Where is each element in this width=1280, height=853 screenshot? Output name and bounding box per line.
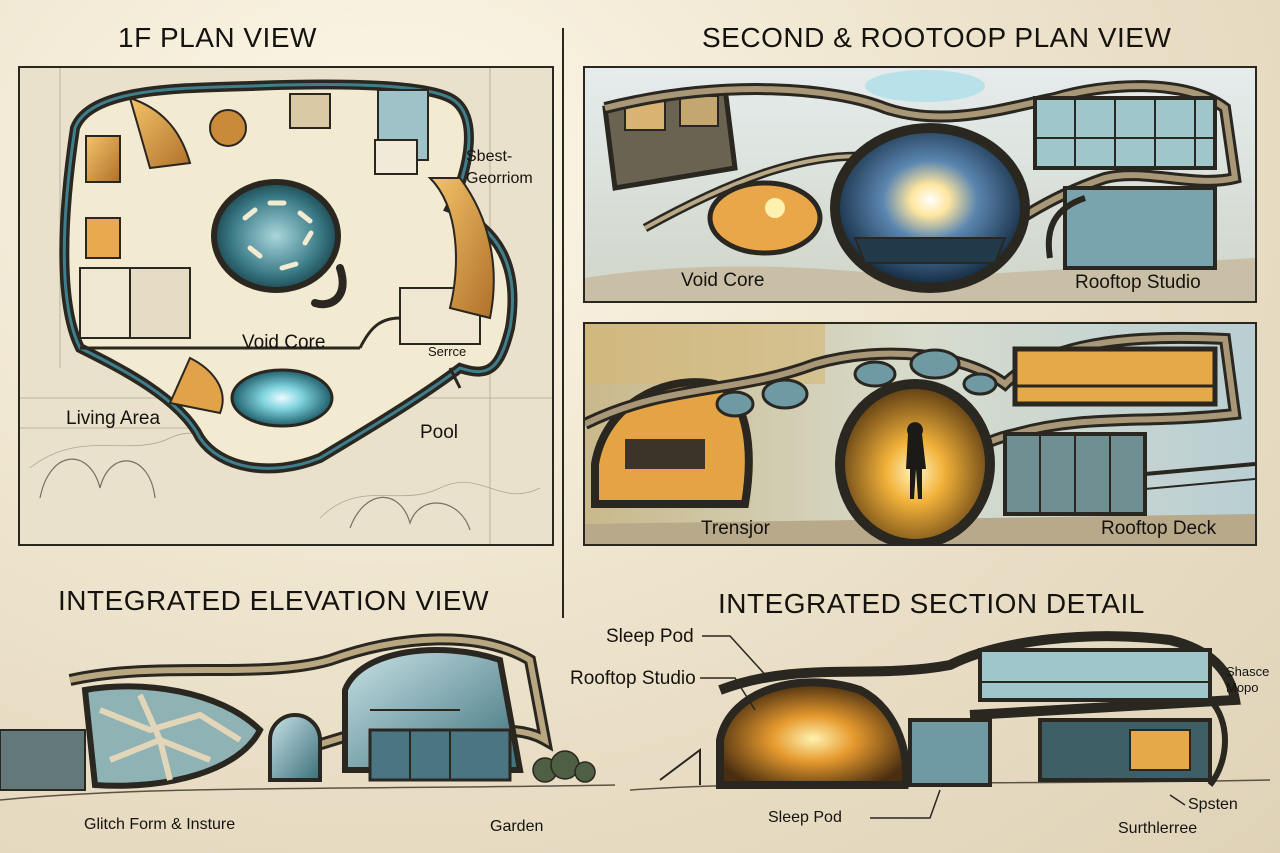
section-detail-drawing <box>629 631 1271 819</box>
title-second-rooftop-plan: SECOND & ROOTOOP PLAN VIEW <box>702 22 1172 53</box>
plan-2f-label-void-core: Void Core <box>681 270 765 291</box>
elevation-label-garden: Garden <box>490 818 544 835</box>
plan-1f-label-pool: Pool <box>420 422 459 443</box>
section-detail-view: Sleep Pod Rooftop Studio Shasce Mopo Sle… <box>570 620 1280 853</box>
plan-1f-drawing <box>20 68 552 544</box>
section-detail-label-shade: Shasce Mopo <box>1226 664 1270 695</box>
plan-2f-drawing <box>585 68 1255 301</box>
plan-1f-panel: Sbest- Georriom Void Core Serrce Living … <box>18 66 554 546</box>
elevation-label-glitch-form: Glitch Form & Insture <box>84 816 236 833</box>
section-panel-drawing <box>585 324 1255 544</box>
plan-1f-label-living-area: Living Area <box>66 408 161 429</box>
section-detail-label-surface: Surthlerree <box>1118 820 1198 837</box>
plan-2f-label-rooftop-studio: Rooftop Studio <box>1075 272 1201 293</box>
section-detail-label-sleep-pod-bottom: Sleep Pod <box>768 809 842 826</box>
section-panel-label-rooftop-deck: Rooftop Deck <box>1101 518 1217 539</box>
title-1f-plan: 1F PLAN VIEW <box>118 22 317 53</box>
section-detail-label-rooftop-studio: Rooftop Studio <box>570 668 696 689</box>
plan-1f-label-service: Serrce <box>428 344 467 359</box>
title-elevation: INTEGRATED ELEVATION VIEW <box>58 585 489 616</box>
plan-2f-panel: Void Core Rooftop Studio <box>583 66 1257 303</box>
elevation-drawing <box>0 633 615 801</box>
plan-1f-label-guestroom: Sbest- Georriom <box>466 148 533 187</box>
elevation-view: Glitch Form & Insture Garden <box>0 620 615 853</box>
section-panel-label-transition: Trensjor <box>701 518 770 539</box>
section-detail-label-sleep-pod-top: Sleep Pod <box>606 626 694 647</box>
plan-1f-label-void-core: Void Core <box>242 332 326 353</box>
vertical-divider <box>562 28 564 618</box>
section-panel: Trensjor Rooftop Deck <box>583 322 1257 546</box>
title-section-detail: INTEGRATED SECTION DETAIL <box>718 588 1145 619</box>
section-detail-label-system: Spsten <box>1188 796 1238 813</box>
